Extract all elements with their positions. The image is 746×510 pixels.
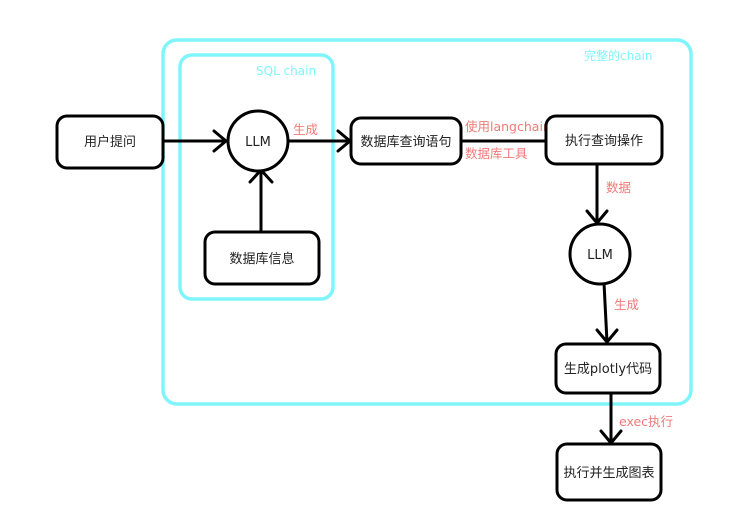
edge-llm2-to-plotly	[602, 281, 609, 344]
arrowhead-icon	[212, 129, 228, 153]
node-circle	[226, 109, 290, 173]
node-gen-plotly[interactable]: 生成plotly代码	[554, 342, 662, 395]
node-label: LLM	[245, 135, 271, 150]
node-box	[203, 230, 321, 286]
node-label: 数据库信息	[229, 251, 294, 267]
node-db-info[interactable]: 数据库信息	[203, 230, 321, 286]
node-box	[55, 114, 165, 170]
full-chain-container	[161, 38, 693, 406]
node-label: 数据库查询语句	[360, 134, 451, 150]
node-box	[544, 114, 664, 166]
node-exec-chart[interactable]: 执行并生成图表	[555, 442, 663, 502]
node-llm-1[interactable]: LLM	[226, 109, 290, 173]
node-label: 执行查询操作	[565, 133, 643, 149]
node-llm-2[interactable]: LLM	[568, 222, 632, 286]
edge-label-data: 数据	[606, 180, 631, 195]
node-box	[349, 116, 463, 166]
node-label: LLM	[587, 248, 613, 263]
sql-chain-title: SQL chain	[256, 64, 316, 78]
edge-label-generate-2: 生成	[614, 297, 639, 312]
arrowhead-icon	[595, 328, 619, 344]
node-box	[555, 442, 663, 502]
node-circle	[568, 222, 632, 286]
node-user-question[interactable]: 用户提问	[55, 114, 165, 170]
node-label: 用户提问	[84, 134, 136, 150]
edge-label-langchain: 使用langchain	[465, 119, 551, 134]
sql-chain-container	[178, 53, 335, 301]
full-chain-title: 完整的chain	[584, 48, 653, 63]
node-sql-statement[interactable]: 数据库查询语句	[349, 116, 463, 166]
node-box	[554, 342, 662, 395]
edge-label-exec: exec执行	[619, 414, 673, 429]
node-exec-query[interactable]: 执行查询操作	[544, 114, 664, 166]
edge-label-db-tool: 数据库工具	[465, 146, 528, 161]
node-label: 生成plotly代码	[564, 362, 652, 377]
edge-label-generate: 生成	[293, 122, 318, 137]
node-label: 执行并生成图表	[563, 466, 654, 481]
